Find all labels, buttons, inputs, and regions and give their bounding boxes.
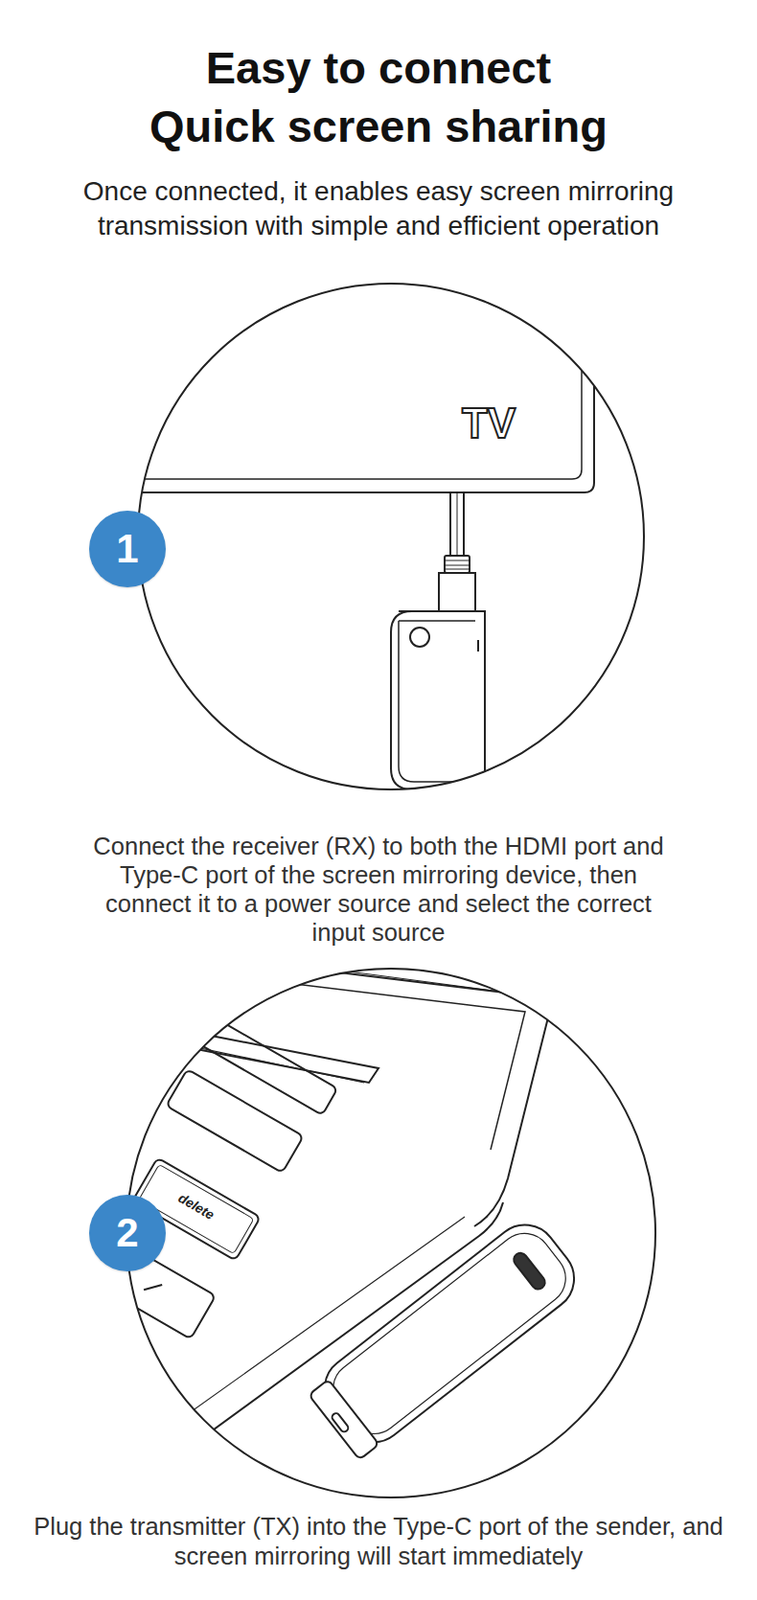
frame-circle <box>126 968 656 1498</box>
title: Easy to connect Quick screen sharing <box>148 38 609 156</box>
callout-number: 2 <box>115 1213 138 1254</box>
tv-screen <box>95 268 582 480</box>
keyboard-key <box>165 1069 303 1173</box>
receiver-button <box>410 627 430 647</box>
tv-scene <box>95 268 595 790</box>
step-number-badge: 2 <box>89 1194 166 1272</box>
frame-circle <box>137 283 644 790</box>
label-text: Once connected, it enables easy screen m… <box>14 174 743 244</box>
cable-plug <box>444 555 470 574</box>
hdmi-connector <box>438 573 476 612</box>
receiver-body <box>390 611 485 790</box>
step-number-badge: 1 <box>89 510 166 588</box>
keyboard-key <box>189 1011 339 1116</box>
transmitter-body <box>303 1212 588 1462</box>
label-text: TV <box>450 402 528 445</box>
hdmi-cable <box>450 492 464 558</box>
tv-bezel <box>95 268 595 493</box>
label-text: Plug the transmitter (TX) into the Type-… <box>23 1512 734 1571</box>
laptop-scene <box>91 958 588 1495</box>
tx-button <box>510 1250 548 1292</box>
label-text: Connect the receiver (RX) to both the HD… <box>76 831 681 947</box>
callout-number: 1 <box>115 528 138 570</box>
